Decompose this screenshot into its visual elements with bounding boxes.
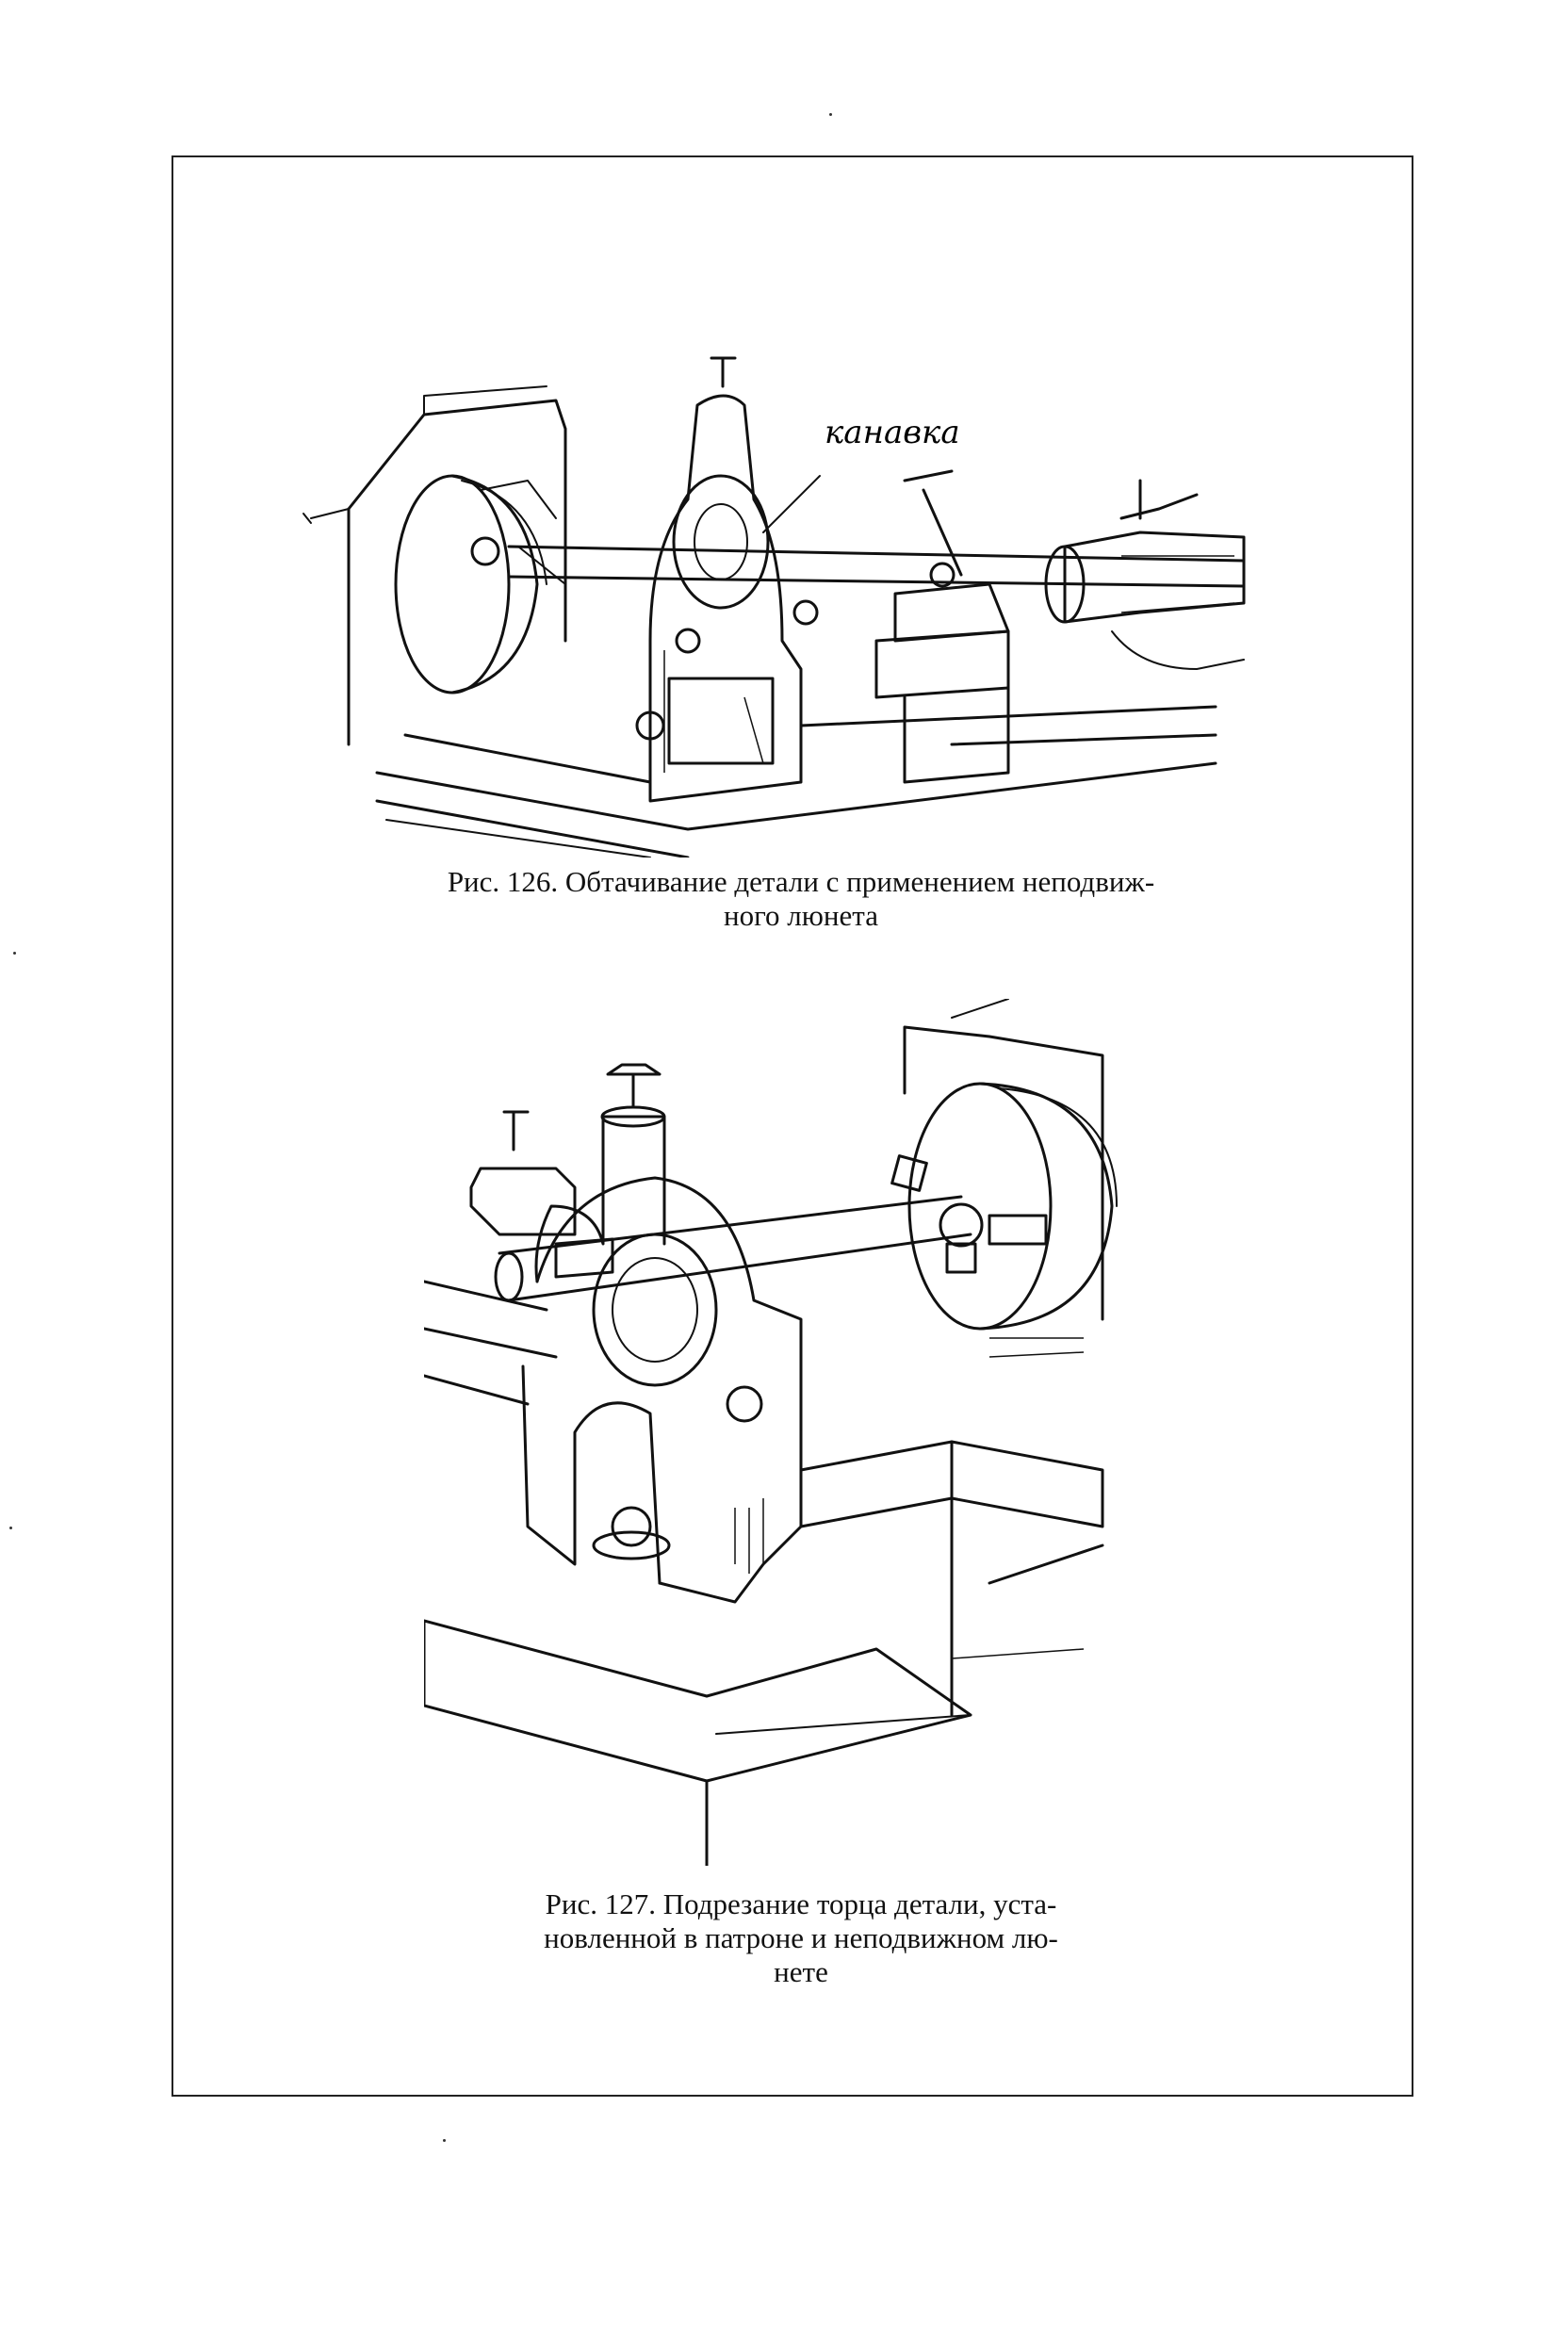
caption-line: Рис. 127. Подрезание торца детали, уста- — [545, 1887, 1057, 1920]
figure-126-caption: Рис. 126. Обтачивание детали с применени… — [311, 865, 1291, 933]
scan-speck — [829, 113, 832, 116]
scan-speck — [9, 1527, 12, 1529]
caption-line: ного люнета — [724, 899, 878, 932]
caption-line: Рис. 126. Обтачивание детали с применени… — [447, 865, 1155, 898]
caption-line: новленной в патроне и неподвижном лю- — [544, 1921, 1058, 1954]
caption-line: нете — [774, 1955, 828, 1988]
scan-speck — [443, 2139, 446, 2142]
scan-speck — [13, 952, 16, 955]
callout-label-groove: канавка — [825, 414, 960, 451]
figure-126-illustration: канавка — [302, 356, 1246, 858]
page-frame — [172, 155, 1413, 2097]
figure-127-illustration — [424, 999, 1118, 1866]
figure-127-caption: Рис. 127. Подрезание торца детали, уста-… — [396, 1887, 1206, 1989]
